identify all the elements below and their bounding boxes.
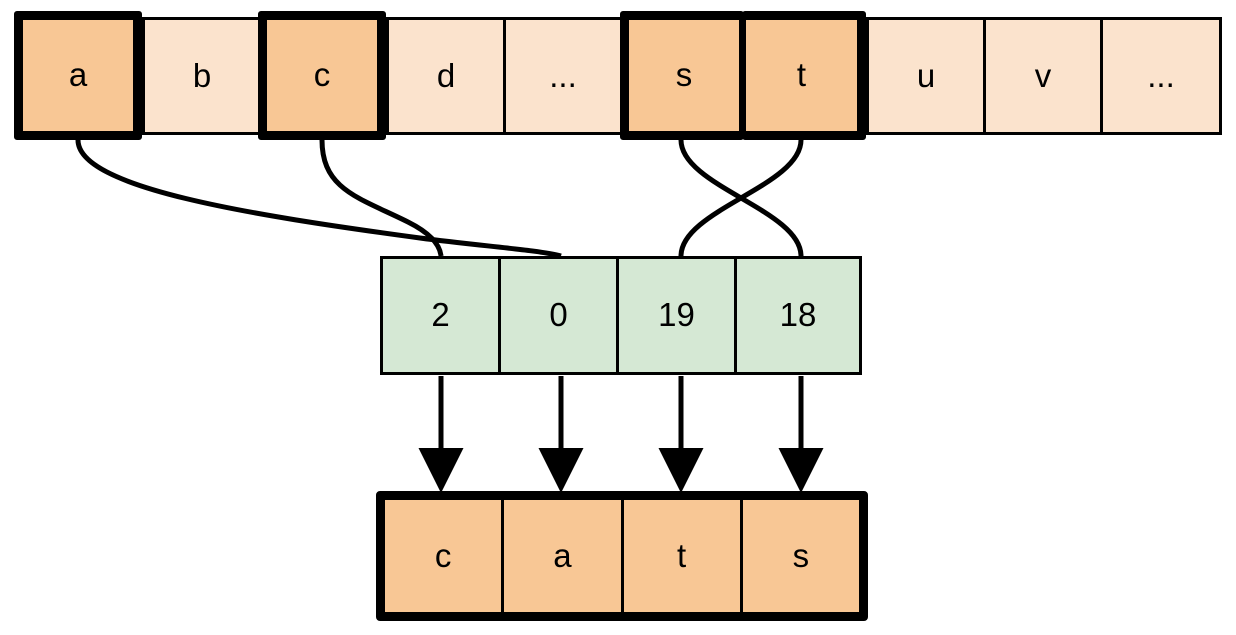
- output-strip: c a t s: [376, 491, 868, 621]
- alphabet-cell-a-label: a: [68, 56, 88, 93]
- index-cell-1-value: 0: [549, 296, 568, 333]
- alphabet-cell-ellipsis-right[interactable]: ...: [1100, 17, 1222, 135]
- alphabet-cell-u[interactable]: u: [866, 17, 986, 135]
- alphabet-cell-c[interactable]: c: [258, 11, 386, 140]
- output-cell-c[interactable]: c: [385, 500, 505, 612]
- alphabet-cell-c-label: c: [313, 56, 331, 93]
- alphabet-cell-u-label: u: [916, 56, 936, 94]
- index-cell-0[interactable]: 2: [380, 256, 501, 375]
- output-cell-s[interactable]: s: [742, 500, 859, 612]
- alphabet-cell-s[interactable]: s: [620, 11, 744, 140]
- alphabet-cell-v[interactable]: v: [983, 17, 1103, 135]
- alphabet-cell-ellipsis-left-label: ...: [549, 56, 577, 94]
- alphabet-cell-ellipsis-right-label: ...: [1147, 56, 1175, 94]
- output-cell-a[interactable]: a: [504, 500, 624, 612]
- alphabet-cell-s-label: s: [675, 56, 693, 93]
- output-cell-c-label: c: [434, 537, 452, 574]
- index-cell-3-value: 18: [779, 296, 817, 333]
- alphabet-cell-t-label: t: [796, 56, 807, 93]
- alphabet-cell-a[interactable]: a: [14, 11, 142, 140]
- index-cell-2[interactable]: 19: [616, 256, 737, 375]
- alphabet-cell-v-label: v: [1034, 56, 1052, 94]
- connector-c-to-2: [319, 139, 444, 257]
- alphabet-cell-t[interactable]: t: [742, 11, 866, 140]
- output-cell-s-label: s: [792, 537, 810, 574]
- alphabet-cell-b-label: b: [192, 56, 212, 94]
- alphabet-cell-b[interactable]: b: [142, 17, 262, 135]
- connector-t-to-19: [678, 139, 804, 257]
- connector-s-to-18: [678, 139, 804, 257]
- alphabet-cell-d-label: d: [436, 56, 456, 94]
- output-cell-t[interactable]: t: [623, 500, 743, 612]
- output-cell-t-label: t: [677, 537, 687, 574]
- connector-a-to-0: [75, 139, 562, 259]
- alphabet-cell-d[interactable]: d: [386, 17, 506, 135]
- index-cell-1[interactable]: 0: [498, 256, 619, 375]
- alphabet-cell-ellipsis-left[interactable]: ...: [503, 17, 623, 135]
- index-cell-0-value: 2: [431, 296, 450, 333]
- index-cell-2-value: 19: [658, 296, 695, 333]
- index-cell-3[interactable]: 18: [734, 256, 862, 375]
- output-cell-a-label: a: [553, 537, 572, 574]
